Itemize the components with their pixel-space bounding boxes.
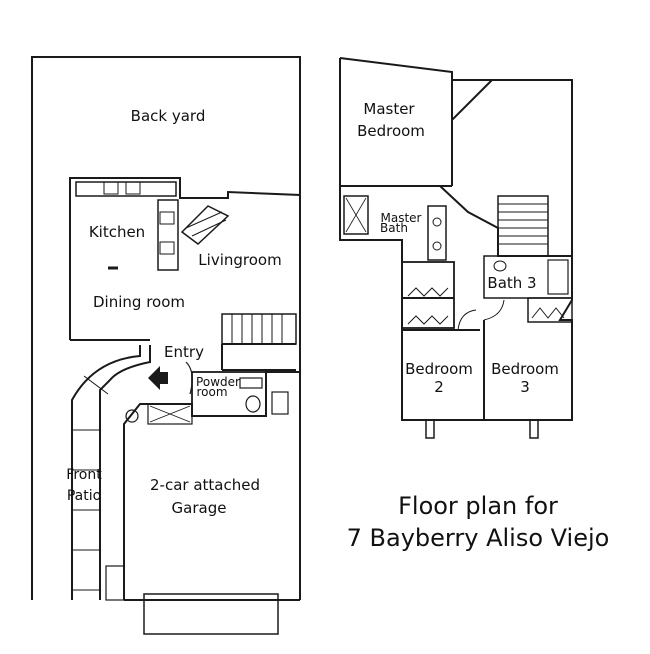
back-yard-label: Back yard — [131, 107, 206, 125]
master-bedroom-label-2: Bedroom — [357, 122, 425, 140]
caption-line-2: 7 Bayberry Aliso Viejo — [346, 524, 610, 552]
entry-label: Entry — [164, 343, 204, 361]
garage-label-2: Garage — [172, 499, 227, 517]
master-bath-label-2: Bath — [380, 221, 408, 235]
master-bedroom-label: Master — [363, 100, 415, 118]
garage-door — [143, 593, 279, 635]
kitchen-label: Kitchen — [89, 223, 145, 241]
bedroom3-label: Bedroom — [491, 360, 559, 378]
powder-room-label-2: room — [196, 385, 227, 399]
bedroom2-label: Bedroom — [405, 360, 473, 378]
bath3-label: Bath 3 — [487, 274, 536, 292]
living-room-label: Livingroom — [198, 251, 281, 269]
master-bath-label: Master — [381, 211, 422, 225]
garage-label: 2-car attached — [150, 476, 260, 494]
front-patio-label-2: Patio — [67, 488, 101, 504]
dining-room-label: Dining room — [93, 293, 185, 311]
caption-line-1: Floor plan for — [398, 492, 558, 520]
entry-arrow-icon — [148, 366, 168, 390]
front-patio-label: Front — [66, 467, 102, 483]
back-yard-boundary — [31, 56, 301, 600]
kitchen-wall — [69, 177, 301, 600]
second-floor-outline — [339, 57, 573, 421]
bedroom3-label-2: 3 — [520, 378, 530, 396]
bedroom2-label-2: 2 — [434, 378, 444, 396]
powder-room-label: Powder — [196, 375, 240, 389]
